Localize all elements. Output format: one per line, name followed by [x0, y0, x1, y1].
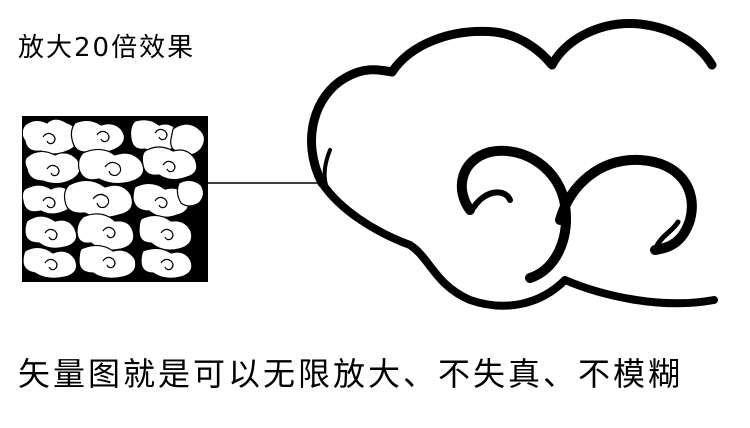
cloud-pattern-image — [23, 118, 206, 279]
enlarged-cloud-shape — [307, 18, 718, 310]
cloud-pattern-thumbnail — [22, 116, 208, 282]
vector-caption: 矢量图就是可以无限放大、不失真、不模糊 — [18, 355, 684, 393]
zoom-title: 放大20倍效果 — [18, 33, 196, 63]
